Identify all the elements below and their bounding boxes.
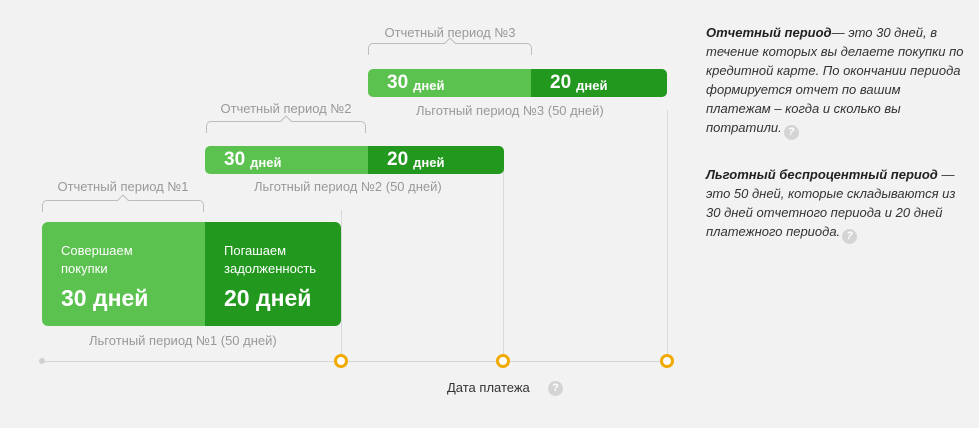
period-2-buy-num: 30 xyxy=(224,149,246,170)
period-1-pay-segment: Погашаем задолженность 20 дней xyxy=(205,222,341,326)
payment-date-marker-2[interactable] xyxy=(496,354,510,368)
period-3-pay-segment: 20 дней xyxy=(531,69,667,97)
period-1-buy-segment: Совершаем покупки 30 дней xyxy=(42,222,205,326)
pay-caption-line-2: задолженность xyxy=(224,261,317,276)
payment-date-marker-3[interactable] xyxy=(660,354,674,368)
period-2-buy-unit: дней xyxy=(250,154,282,170)
buy-caption-line-2: покупки xyxy=(61,261,108,276)
payment-date-label: Дата платежа xyxy=(447,380,530,395)
grace-period-text: — это 50 дней, которые складываются из 3… xyxy=(706,167,956,239)
period-2-pay-num: 20 xyxy=(387,149,409,170)
timeline-start-dot xyxy=(39,358,45,364)
period-2-buy-segment: 30 дней xyxy=(205,146,368,174)
period-2-bar: 30 дней 20 дней xyxy=(205,146,504,174)
period-1-bar: Совершаем покупки 30 дней Погашаем задол… xyxy=(42,222,341,326)
period-3-buy-num: 30 xyxy=(387,72,409,93)
grace-period-help-icon[interactable]: ? xyxy=(842,229,858,244)
buy-value: 30 дней xyxy=(61,285,149,311)
reporting-period-text: — это 30 дней, в течение которых вы дела… xyxy=(706,25,964,135)
period-2-grace-label: Льготный период №2 (50 дней) xyxy=(254,179,442,194)
pay-value: 20 дней xyxy=(224,285,312,311)
period-3-pay-num: 20 xyxy=(550,72,572,93)
guide-line-1 xyxy=(341,210,342,360)
payment-date-marker-1[interactable] xyxy=(334,354,348,368)
grace-period-term: Льготный беспроцентный период xyxy=(706,167,938,182)
guide-line-3 xyxy=(667,110,668,360)
period-3-bar: 30 дней 20 дней xyxy=(368,69,667,97)
period-3-pay-unit: дней xyxy=(576,77,608,93)
period-3-label: Отчетный период №3 xyxy=(384,25,516,40)
reporting-period-help-icon[interactable]: ? xyxy=(783,125,799,140)
period-1-grace-label: Льготный период №1 (50 дней) xyxy=(89,333,277,348)
period-2-pay-segment: 20 дней xyxy=(368,146,504,174)
period-2-pay-unit: дней xyxy=(413,154,445,170)
period-3-buy-segment: 30 дней xyxy=(368,69,531,97)
reporting-period-term: Отчетный период xyxy=(706,25,832,40)
period-1-label: Отчетный период №1 xyxy=(57,179,189,194)
payment-date-help-icon[interactable]: ? xyxy=(548,381,563,396)
timeline-axis xyxy=(42,361,668,362)
period-3-grace-label: Льготный период №3 (50 дней) xyxy=(416,103,604,118)
period-3-buy-unit: дней xyxy=(413,77,445,93)
grace-period-description: Льготный беспроцентный период — это 50 д… xyxy=(706,165,968,244)
buy-caption-line-1: Совершаем xyxy=(61,243,133,258)
reporting-period-description: Отчетный период— это 30 дней, в течение … xyxy=(706,23,968,140)
period-2-label: Отчетный период №2 xyxy=(220,101,352,116)
pay-caption-line-1: Погашаем xyxy=(224,243,287,258)
guide-line-2 xyxy=(503,160,504,360)
